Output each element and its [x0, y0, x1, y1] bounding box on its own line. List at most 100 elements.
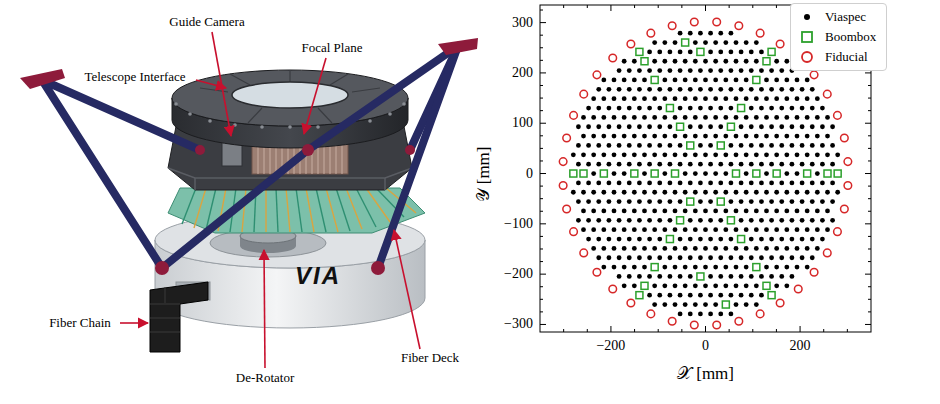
viaspec-dots — [769, 237, 774, 242]
viaspec-dots — [688, 293, 693, 298]
boombox-squares — [738, 236, 745, 243]
viaspec-dots — [749, 199, 754, 204]
fiducial-circles — [593, 71, 601, 79]
viaspec-dots — [612, 78, 617, 83]
axis-tick — [705, 326, 706, 332]
viaspec-dots — [652, 246, 657, 251]
viaspec-dots — [581, 227, 586, 232]
viaspec-dots — [652, 40, 657, 45]
viaspec-dots — [759, 106, 764, 111]
tick-label: 200 — [790, 338, 811, 353]
fiducial-circles — [580, 249, 588, 257]
viaspec-dots — [779, 274, 784, 279]
tick-label: 200 — [512, 65, 533, 80]
fiber-deck — [366, 188, 390, 222]
viaspec-dots — [607, 237, 612, 242]
viaspec-dots — [835, 190, 840, 195]
axis-tick — [705, 5, 706, 11]
viaspec-dots — [815, 115, 820, 120]
viaspec-dots — [703, 171, 708, 176]
viaspec-dots — [754, 134, 759, 139]
viaspec-dots — [642, 134, 647, 139]
viaspec-dots — [683, 115, 688, 120]
viaspec-dots — [637, 218, 642, 223]
viaspec-dots — [729, 49, 734, 54]
strut-joint — [371, 261, 385, 275]
viaspec-dots — [718, 255, 723, 260]
viaspec-dots — [576, 199, 581, 204]
viaspec-dots — [683, 96, 688, 101]
viaspec-dots — [642, 209, 647, 214]
viaspec-dots — [713, 78, 718, 83]
viaspec-dots — [601, 96, 606, 101]
boombox-squares — [763, 282, 770, 289]
viaspec-dots — [617, 68, 622, 73]
viaspec-dots — [673, 115, 678, 120]
viaspec-dots — [698, 237, 703, 242]
viaspec-dots — [779, 106, 784, 111]
viaspec-dots — [698, 68, 703, 73]
boombox-squares — [727, 123, 734, 130]
viaspec-dots — [708, 68, 713, 73]
fiducial-circles — [559, 158, 567, 166]
telescope-interface — [316, 125, 320, 129]
viaspec-dots — [678, 143, 683, 148]
axis-tick — [865, 72, 871, 73]
fiducial-circles — [834, 228, 842, 236]
viaspec-dots — [673, 96, 678, 101]
legend-swatch — [802, 32, 812, 42]
viaspec-dots — [657, 68, 662, 73]
viaspec-dots — [647, 143, 652, 148]
viaspec-dots — [703, 96, 708, 101]
viaspec-dots — [820, 199, 825, 204]
viaspec-dots — [784, 171, 789, 176]
viaspec-dots — [657, 143, 662, 148]
viaspec-dots — [774, 152, 779, 157]
fiber-deck — [265, 188, 266, 232]
viaspec-dots — [607, 106, 612, 111]
viaspec-dots — [729, 106, 734, 111]
viaspec-dots — [729, 199, 734, 204]
boombox-squares — [666, 236, 673, 243]
viaspec-dots — [749, 218, 754, 223]
viaspec-dots — [683, 171, 688, 176]
viaspec-dots — [693, 190, 698, 195]
viaspec-dots — [683, 152, 688, 157]
legend-swatch — [802, 52, 812, 62]
viaspec-dots — [693, 265, 698, 270]
hexapod-strut — [162, 150, 308, 268]
viaspec-dots — [729, 255, 734, 260]
viaspec-dots — [718, 49, 723, 54]
viaspec-dots — [627, 255, 632, 260]
viaspec-dots — [759, 87, 764, 92]
viaspec-dots — [764, 265, 769, 270]
viaspec-dots — [815, 190, 820, 195]
viaspec-dots — [759, 49, 764, 54]
viaspec-dots — [683, 190, 688, 195]
fiber-chain — [150, 282, 208, 352]
viaspec-dots — [688, 31, 693, 36]
axis-tick — [540, 274, 546, 275]
axis-tick — [800, 326, 801, 332]
viaspec-dots — [810, 255, 815, 260]
viaspec-dots — [805, 115, 810, 120]
viaspec-dots — [647, 274, 652, 279]
viaspec-dots — [713, 152, 718, 157]
viaspec-dots — [820, 106, 825, 111]
viaspec-dots — [662, 246, 667, 251]
viaspec-dots — [795, 115, 800, 120]
viaspec-dots — [688, 162, 693, 167]
viaspec-dots — [698, 162, 703, 167]
viaspec-dots — [764, 96, 769, 101]
axis-title: 𝒳 [mm] — [677, 365, 734, 384]
boombox-squares — [697, 48, 704, 55]
viaspec-dots — [703, 40, 708, 45]
viaspec-dots — [571, 190, 576, 195]
axis-tick — [610, 326, 611, 332]
viaspec-dots — [637, 162, 642, 167]
telescope-interface — [288, 125, 292, 129]
viaspec-dots — [774, 134, 779, 139]
viaspec-dots — [830, 218, 835, 223]
boombox-squares — [687, 198, 694, 205]
fiber-deck — [296, 188, 302, 232]
